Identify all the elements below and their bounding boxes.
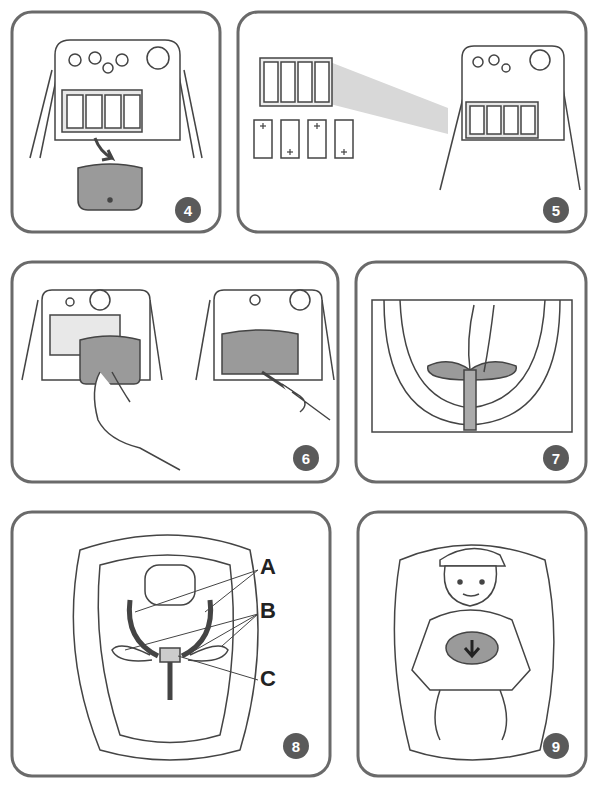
seat-buckle [372,300,572,432]
step-number: 4 [175,197,201,223]
panel-frame [12,262,338,482]
step-number-text: 9 [552,738,560,755]
step-number-text: 6 [302,450,310,467]
panel-frame [358,512,586,776]
panel-frame [12,512,330,776]
step-number-text: 5 [552,202,560,219]
battery-insert [254,46,580,190]
step-number-text: 4 [184,202,192,219]
part-letter: B [260,600,276,622]
step-number-text: 7 [552,450,560,467]
step-number-text: 8 [292,738,300,755]
step-number: 7 [543,445,569,471]
step-number: 5 [543,197,569,223]
cover-screw [22,290,334,470]
step-number: 8 [283,733,309,759]
panel-frame [356,262,586,482]
panel-frame [12,12,220,232]
part-letter: C [260,668,276,690]
seat-baby [394,545,554,760]
panel-frame [238,12,586,232]
step-number: 6 [293,445,319,471]
swing-console [30,40,202,210]
seat-harness [73,535,258,760]
part-letter: A [260,556,276,578]
step-number: 9 [543,733,569,759]
